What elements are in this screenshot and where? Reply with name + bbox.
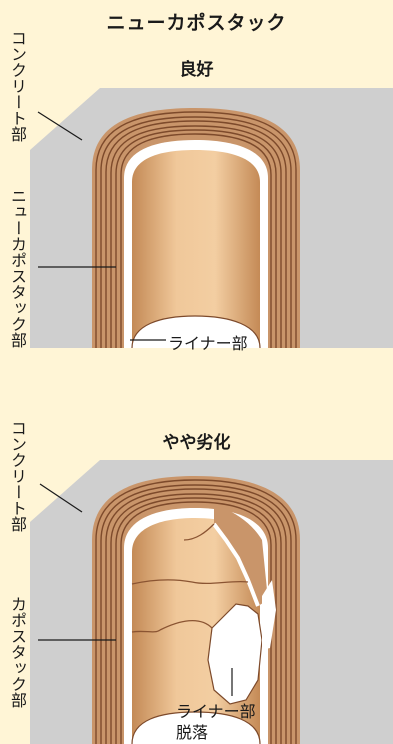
panel2-liner-label: ライナー部 [176, 702, 256, 721]
panel2-cracks [131, 523, 249, 633]
panel1-liner [132, 150, 260, 348]
panel1-subtitle: 良好 [179, 60, 214, 80]
panel2-white-patch [262, 580, 276, 650]
panel2-liner-label-2: 脱落 [176, 723, 209, 742]
panel2-stack-label: カポスタック部 [8, 596, 27, 708]
panel1-concrete-label: コンクリート部 [8, 30, 27, 142]
panel2-concrete-label: コンクリート部 [8, 420, 27, 532]
panel2-subtitle: やや劣化 [162, 433, 231, 453]
panel1-stack-lines [95, 111, 297, 348]
diagram-title: ニューカポスタック [106, 12, 287, 34]
panel2-detached-area [214, 504, 268, 606]
panel2-stack-lines [95, 479, 297, 744]
panel1-concrete-leader [37, 111, 83, 141]
panel2-hole [207, 603, 263, 705]
panel2-concrete-leader [39, 483, 83, 513]
panel1-stack-label: ニューカポスタック部 [8, 188, 27, 348]
panel2-opening [132, 712, 260, 744]
panel1-liner-label: ライナー部 [168, 334, 248, 353]
